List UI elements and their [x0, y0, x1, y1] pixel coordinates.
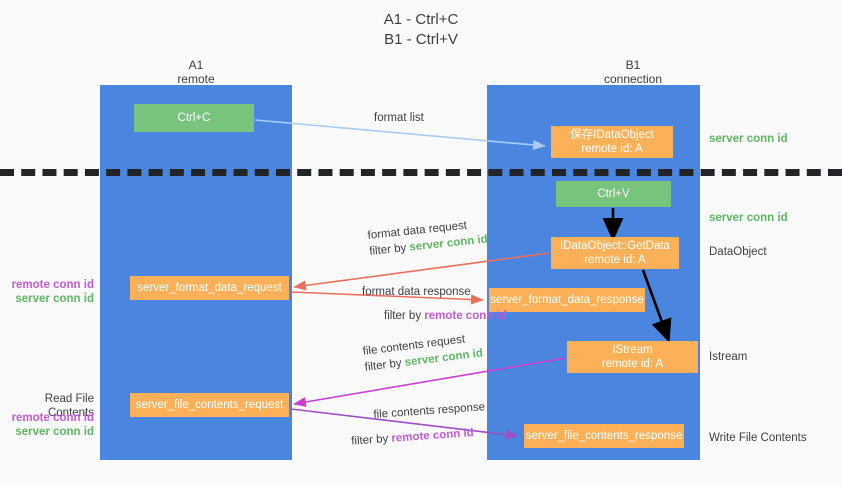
column-a1-name: A1 — [188, 58, 204, 72]
edge-label-format-data-request: format data request filter by server con… — [367, 217, 488, 260]
node-istream-line1: IStream — [612, 344, 653, 356]
note-istream: Istream — [709, 351, 748, 363]
node-ctrl-v[interactable]: Ctrl+V — [556, 181, 671, 207]
node-server-format-data-request-label: server_format_data_request — [137, 282, 282, 294]
column-header-a1: A1 remote — [120, 58, 272, 86]
note-remote-conn-id: remote conn id — [11, 412, 94, 424]
node-getdata-line2: remote id: A — [584, 254, 646, 266]
node-save-idataobject-line2: remote id: A — [581, 143, 643, 155]
filter-prefix: filter by — [364, 356, 406, 374]
node-save-idataobject-line1: 保存IDataObject — [570, 129, 654, 141]
note-server-conn-id-top: server conn id — [709, 133, 788, 145]
node-server-format-data-response-label: server_format_data_response — [490, 294, 644, 306]
filter-prefix: filter by — [368, 241, 411, 258]
filter-value-remote-conn-id: remote conn id — [391, 427, 475, 445]
edge-label-file-contents-request: file contents request filter by server c… — [362, 331, 484, 376]
column-header-b1: B1 connection — [528, 58, 738, 86]
edge-label-format-data-response-filter: filter by remote conn id — [384, 309, 507, 324]
note-dataobject: DataObject — [709, 246, 767, 258]
node-ctrl-c[interactable]: Ctrl+C — [134, 104, 254, 132]
note-conn-ids-bottom: remote conn id server conn id — [0, 411, 94, 439]
node-server-file-contents-response[interactable]: server_file_contents_response — [524, 424, 684, 448]
page-title: A1 - Ctrl+C B1 - Ctrl+V — [0, 10, 842, 50]
node-server-file-contents-request-label: server_file_contents_request — [135, 399, 284, 411]
node-server-file-contents-request[interactable]: server_file_contents_request — [130, 393, 289, 417]
filter-value-remote-conn-id: remote conn id — [424, 310, 507, 322]
column-b1-name: B1 — [625, 58, 641, 72]
edge-label-file-contents-response-filter: filter by remote conn id — [351, 425, 488, 449]
node-getdata[interactable]: IDataObject::GetData remote id: A — [551, 237, 679, 269]
divider-dashed — [0, 169, 842, 176]
node-server-format-data-request[interactable]: server_format_data_request — [130, 276, 289, 300]
node-ctrl-c-label: Ctrl+C — [177, 112, 211, 124]
node-server-format-data-response[interactable]: server_format_data_response — [489, 288, 645, 312]
note-write-file-contents: Write File Contents — [709, 432, 807, 444]
edge-label-file-contents-response-text: file contents response — [373, 401, 486, 421]
node-ctrl-v-label: Ctrl+V — [597, 188, 630, 200]
column-b1-role: connection — [603, 72, 663, 86]
edge-label-format-data-response: format data response filter by remote co… — [362, 285, 507, 324]
edge-label-format-data-response-text: format data response — [362, 286, 471, 298]
title-line-2: B1 - Ctrl+V — [384, 31, 458, 48]
node-server-file-contents-response-label: server_file_contents_response — [525, 430, 683, 442]
edge-label-format-list-text: format list — [374, 112, 424, 124]
note-read-file-contents: Read File Contents — [44, 393, 94, 419]
node-istream[interactable]: IStream remote id: A — [567, 341, 698, 373]
note-server-conn-id: server conn id — [15, 426, 94, 438]
note-server-conn-id-mid: server conn id — [709, 212, 788, 224]
column-a1-role: remote — [177, 72, 215, 86]
note-remote-conn-id: remote conn id — [11, 279, 94, 291]
node-istream-line2: remote id: A — [601, 358, 664, 370]
filter-prefix: filter by — [350, 432, 392, 448]
filter-prefix: filter by — [384, 310, 425, 322]
note-server-conn-id: server conn id — [15, 293, 94, 305]
node-getdata-line1: IDataObject::GetData — [560, 240, 670, 252]
edge-label-format-list: format list — [374, 111, 424, 126]
edge-label-file-contents-response: file contents response filter by remote … — [351, 400, 487, 448]
node-save-idataobject[interactable]: 保存IDataObject remote id: A — [551, 126, 673, 158]
note-conn-ids-top: remote conn id server conn id — [0, 278, 94, 306]
title-line-1: A1 - Ctrl+C — [383, 11, 459, 28]
